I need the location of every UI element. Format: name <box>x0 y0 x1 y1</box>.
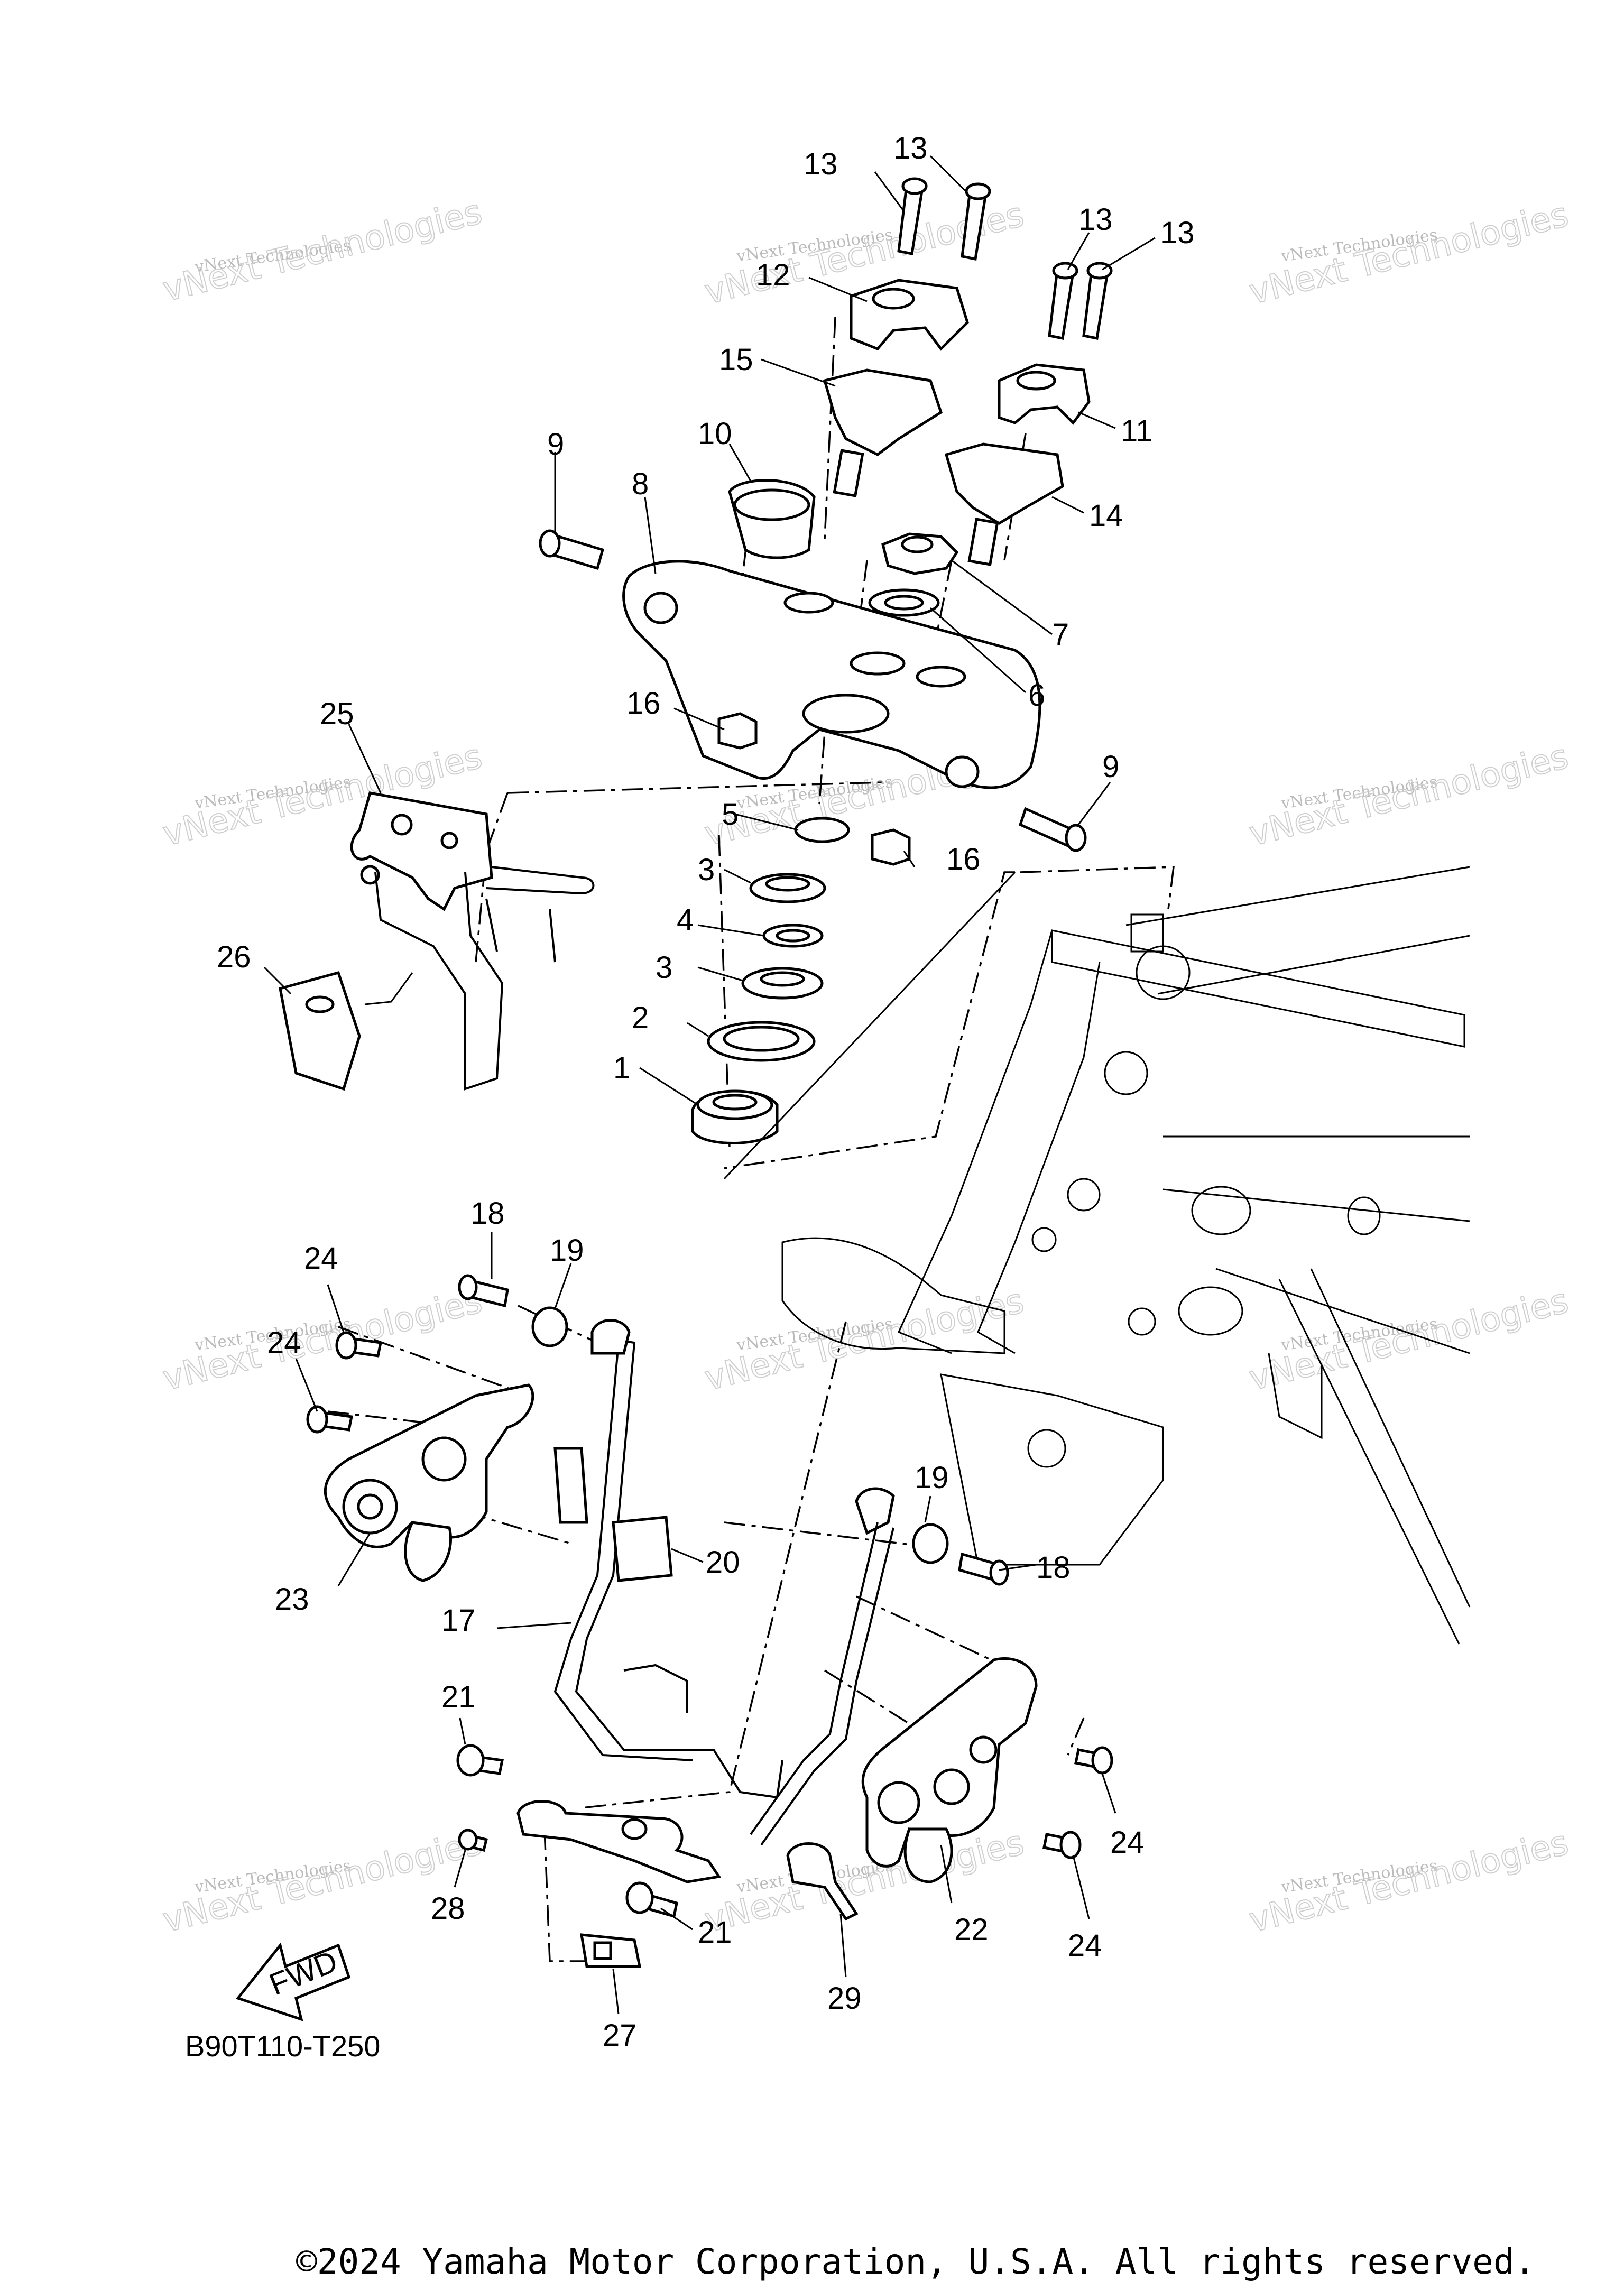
nut-16 <box>717 712 758 750</box>
callout-4: 4 <box>677 903 694 937</box>
callout-12: 12 <box>756 258 790 292</box>
watermark: vNext Technologies vNext Technologies <box>1245 1281 1573 1399</box>
callout-19: 19 <box>550 1233 584 1268</box>
callout-9: 9 <box>1102 750 1119 784</box>
diagram-reference-code: B90T110-T250 <box>185 2029 380 2063</box>
callout-3: 3 <box>698 853 715 887</box>
callout-18: 18 <box>470 1196 505 1231</box>
callout-17: 17 <box>441 1603 476 1638</box>
callout-19: 19 <box>915 1461 949 1495</box>
watermarks: vNext Technologies vNext Technologies vN… <box>159 192 1573 1941</box>
callout-16: 16 <box>946 842 981 876</box>
callout-24: 24 <box>304 1241 338 1276</box>
watermark: vNext Technologies vNext Technologies <box>1245 1823 1573 1941</box>
callout-10: 10 <box>698 417 732 451</box>
rod-17 <box>575 1336 783 1799</box>
bolt-13 <box>1082 268 1109 340</box>
callout-16: 16 <box>626 686 661 721</box>
callout-18: 18 <box>1036 1550 1071 1585</box>
watermark: vNext Technologies vNext Technologies <box>159 1281 486 1399</box>
callout-6: 6 <box>1028 678 1045 713</box>
handlebar-holder-14 <box>944 442 1064 525</box>
seal-5 <box>794 817 850 843</box>
callout-13: 13 <box>1160 216 1195 250</box>
callout-25: 25 <box>320 697 354 731</box>
copyright-notice: ©2024 Yamaha Motor Corporation, U.S.A. A… <box>296 2241 1536 2282</box>
fwd-arrow: FWD <box>235 1942 351 2021</box>
upper-parts <box>539 177 1113 1180</box>
bracket-group-left <box>279 791 595 1091</box>
callout-13: 13 <box>804 147 838 181</box>
callout-13: 13 <box>1078 202 1113 237</box>
callout-14: 14 <box>1089 498 1123 533</box>
leader-lines <box>263 155 1156 2015</box>
callout-21: 21 <box>441 1680 476 1714</box>
upper-bracket-8 <box>622 560 1041 789</box>
nut-16 <box>871 828 911 866</box>
switch-20 <box>612 1516 673 1582</box>
callout-5: 5 <box>722 797 739 832</box>
lower-parts <box>306 1274 1113 1968</box>
frame-illustration <box>781 866 1471 1645</box>
callout-24: 24 <box>1068 1928 1102 1963</box>
alignment-lines <box>327 317 1175 1962</box>
callout-13: 13 <box>893 131 928 165</box>
callout-23: 23 <box>275 1582 309 1617</box>
watermark: vNext Technologies vNext Technologies <box>159 192 486 310</box>
handlebar-holder-15 <box>823 368 943 456</box>
callout-27: 27 <box>603 2018 637 2053</box>
callout-26: 26 <box>217 940 251 974</box>
watermark: vNext Technologies vNext Technologies <box>1245 736 1573 854</box>
callout-29: 29 <box>827 1981 862 2016</box>
callout-3: 3 <box>656 950 672 985</box>
callout-22: 22 <box>954 1913 989 1947</box>
callout-21: 21 <box>698 1915 732 1950</box>
callouts: 13 13 13 13 12 15 11 14 9 10 8 7 6 16 9 … <box>217 131 1195 2053</box>
callout-24: 24 <box>267 1326 301 1360</box>
plate-26 <box>279 971 361 1091</box>
callout-28: 28 <box>431 1891 465 1926</box>
collar-19 <box>912 1523 949 1564</box>
callout-2: 2 <box>632 1001 649 1035</box>
callout-1: 1 <box>613 1051 630 1085</box>
collar-19 <box>531 1306 568 1347</box>
callout-8: 8 <box>632 467 649 501</box>
callout-9: 9 <box>547 427 564 461</box>
sensor-29 <box>786 1842 859 1921</box>
bolt-13 <box>1048 268 1075 340</box>
callout-7: 7 <box>1052 617 1069 652</box>
bracket-25 <box>350 791 493 911</box>
callout-15: 15 <box>719 343 753 377</box>
callout-24: 24 <box>1110 1825 1145 1860</box>
holder-cap-12 <box>850 279 969 351</box>
callout-11: 11 <box>1121 414 1152 448</box>
callout-20: 20 <box>706 1545 740 1580</box>
svg-text:vNext Technologies: vNext Technologies <box>159 192 486 309</box>
watermark: vNext Technologies vNext Technologies <box>1245 195 1573 312</box>
hook-19 <box>855 1487 895 1535</box>
